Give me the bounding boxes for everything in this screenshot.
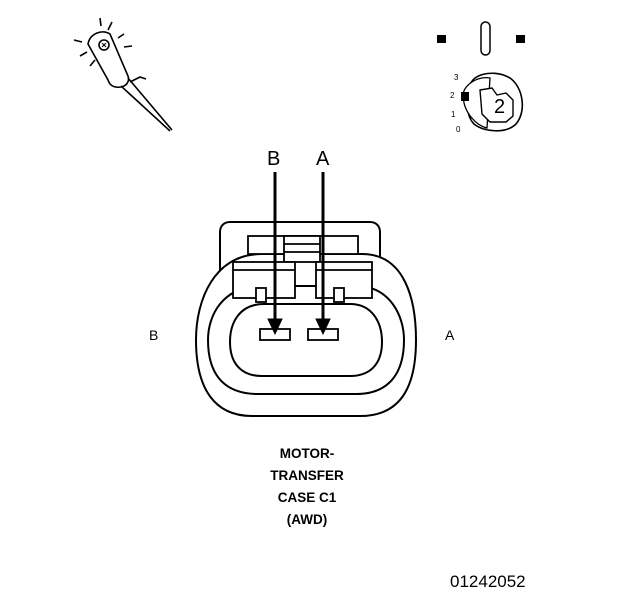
- connector-title: MOTOR- TRANSFER CASE C1 (AWD): [212, 443, 402, 531]
- connector-title-line-2: TRANSFER: [270, 468, 344, 483]
- ignition-position-1: 1: [451, 110, 456, 119]
- figure-id: 01242052: [450, 572, 526, 591]
- position-indicator: [461, 92, 469, 101]
- ignition-switch-icon: [437, 21, 525, 132]
- side-label-right: A: [445, 327, 455, 343]
- ignition-position-2: 2: [450, 91, 455, 100]
- ignition-position-0: 0: [456, 125, 461, 134]
- connector-title-line-3: CASE C1: [277, 490, 337, 505]
- test-probe-icon: [73, 17, 173, 132]
- key-slot: [480, 21, 491, 56]
- pin-label-top-a: A: [316, 148, 330, 170]
- ignition-selected-position: 2: [494, 96, 506, 118]
- switch-left-mark: [437, 35, 446, 43]
- arrow-b-head: [267, 318, 283, 336]
- switch-right-mark: [516, 35, 525, 43]
- arrow-a-head: [315, 318, 331, 336]
- side-label-left: B: [149, 327, 159, 343]
- connector-title-line-1: MOTOR-: [279, 446, 335, 461]
- connector-title-line-4: (AWD): [286, 512, 328, 527]
- pin-label-top-b: B: [267, 148, 281, 170]
- ignition-position-3: 3: [454, 73, 459, 82]
- pin-arrows: [267, 172, 331, 336]
